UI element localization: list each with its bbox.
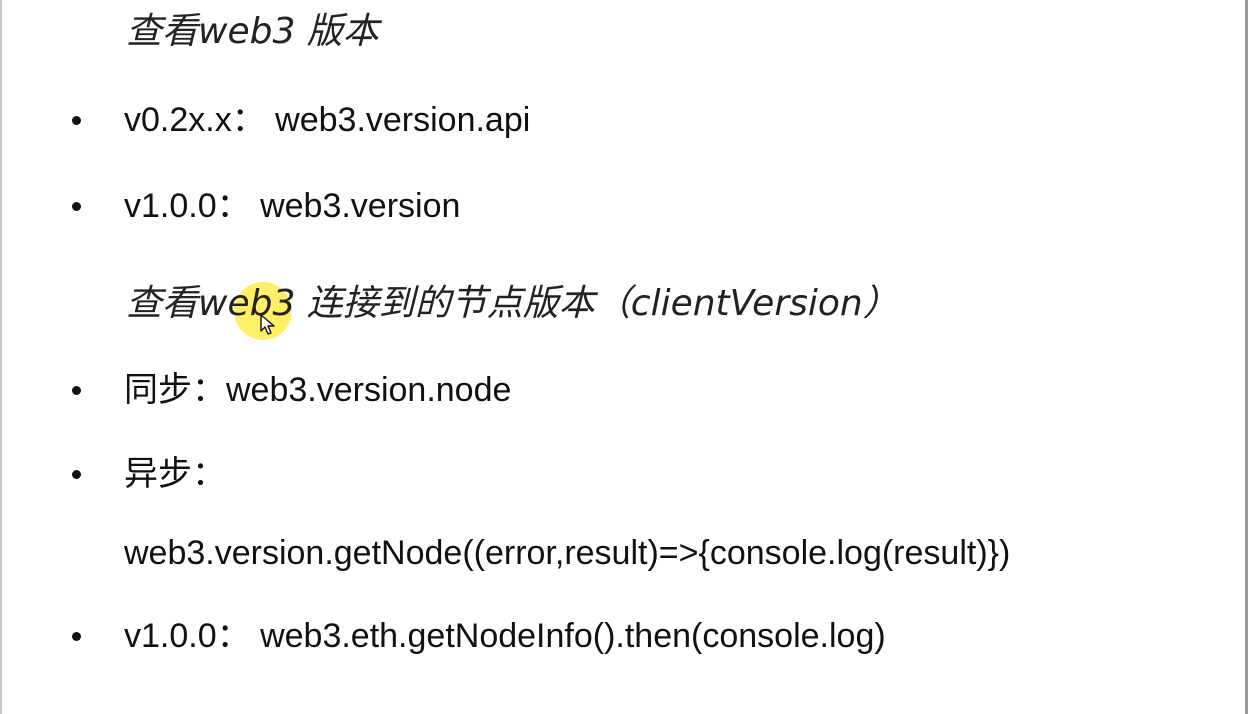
heading-web3-version: 查看web3 版本 [126, 11, 379, 52]
list-item-sync: 同步：web3.version.node [124, 371, 512, 409]
list-item-v100-node-info: v1.0.0： web3.eth.getNodeInfo().then(cons… [124, 617, 886, 655]
heading-client-version: 查看web3 连接到的节点版本（clientVersion） [126, 283, 899, 324]
cursor-highlight [234, 282, 292, 340]
bullet-dot-icon [72, 202, 81, 211]
bullet-dot-icon [72, 632, 81, 641]
list-item-async: 异步： [124, 455, 226, 493]
list-item-v02x-api: v0.2x.x： web3.version.api [124, 101, 531, 139]
code-line-get-node: web3.version.getNode((error,result)=>{co… [124, 534, 1011, 572]
left-border [0, 0, 2, 714]
bullet-dot-icon [72, 386, 81, 395]
bullet-dot-icon [72, 116, 81, 125]
list-item-v100-version: v1.0.0： web3.version [124, 187, 461, 225]
right-border [1245, 0, 1248, 714]
mouse-pointer-icon [260, 314, 275, 335]
bullet-dot-icon [72, 470, 81, 479]
